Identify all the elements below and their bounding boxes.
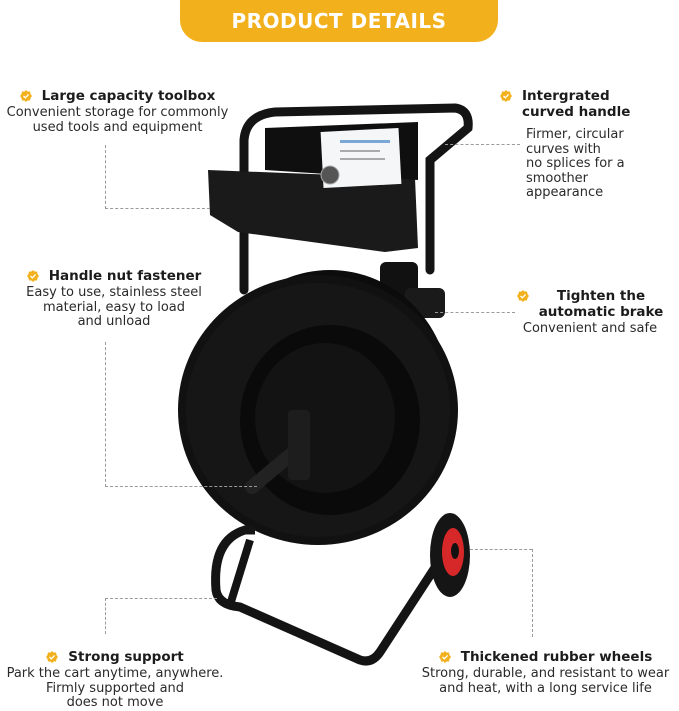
feature-toolbox-desc: Convenient storage for commonly used too… [6,105,229,135]
connector-toolbox-h [105,208,210,209]
feature-brake-desc: Convenient and safe [522,321,658,336]
feature-nut: Handle nut fastener Easy to use, stainle… [0,268,228,330]
page-title: PRODUCT DETAILS [231,9,447,33]
connector-brake [435,312,515,313]
feature-toolbox-title: Large capacity toolbox [41,88,216,104]
connector-wheels [470,549,532,550]
feature-support-title: Strong support [68,649,184,665]
feature-brake: Tighten the automatic brake Convenient a… [510,288,670,337]
feature-nut-title: Handle nut fastener [48,268,202,284]
connector-wheels-v [532,549,533,637]
connector-handle [445,144,520,145]
feature-toolbox: Large capacity toolbox Convenient storag… [0,88,235,135]
connector-toolbox [105,145,106,209]
feature-brake-title: Tighten the automatic brake [538,288,664,320]
header-banner: PRODUCT DETAILS [180,0,498,42]
connector-nut-h [105,486,257,487]
gold-badge-check-icon [19,90,32,102]
feature-nut-desc: Easy to use, stainless steel material, e… [26,285,202,329]
feature-support-desc: Park the cart anytime, anywhere. Firmly … [6,666,224,710]
strapping-cart-image [178,103,473,666]
gold-badge-check-icon [46,651,59,663]
feature-wheels-desc: Strong, durable, and resistant to wear a… [421,666,670,696]
gold-badge-check-icon [516,290,529,302]
connector-nut [105,342,106,487]
gold-badge-check-icon [438,651,451,663]
feature-wheels: Thickened rubber wheels Strong, durable,… [412,649,679,696]
feature-support: Strong support Park the cart anytime, an… [0,649,230,711]
feature-handle: Intergrated curved handle Firmer, circul… [500,88,679,201]
gold-badge-check-icon [500,90,512,102]
connector-support [105,598,217,599]
feature-wheels-title: Thickened rubber wheels [460,649,653,665]
feature-handle-desc: Firmer, circular curves with no splices … [526,127,625,200]
gold-badge-check-icon [26,270,39,282]
connector-support-v [105,598,106,634]
feature-handle-title: Intergrated curved handle [522,88,631,120]
